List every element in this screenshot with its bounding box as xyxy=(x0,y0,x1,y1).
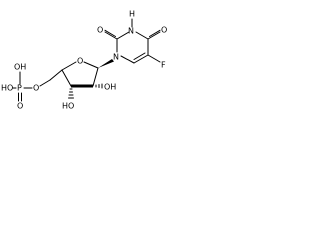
atom-carbonyl-4-oxygen: O xyxy=(161,26,167,35)
bond-c2-oxo-2 xyxy=(104,29,116,37)
atom-n3: N xyxy=(128,27,134,36)
hash-bond-c3-oh xyxy=(68,88,74,99)
atom-ring-oxygen: O xyxy=(77,57,83,66)
atom-ester-oxygen: O xyxy=(33,84,39,93)
bond-c2-n3 xyxy=(116,31,130,40)
bond-c1-n1-wedge xyxy=(98,59,114,68)
phosphate-group: OH HO P O O xyxy=(1,63,39,111)
ribose-ring: O xyxy=(61,57,99,88)
bond-c4-oxo-1 xyxy=(147,31,161,40)
atom-phosphate-ho: HO xyxy=(1,84,13,93)
atom-hydroxyl-2: OH xyxy=(104,83,116,92)
atom-hydroxyl-3: HO xyxy=(62,102,74,111)
atom-fluorine: F xyxy=(161,61,166,70)
bond-c4-o4 xyxy=(61,61,77,71)
hash-bond-c2-oh xyxy=(95,83,103,89)
bond-c5-f xyxy=(147,54,161,63)
atom-phosphate-oxo: O xyxy=(17,102,23,111)
atom-phosphorus: P xyxy=(17,84,22,93)
atom-n1: N xyxy=(113,53,119,62)
bond-n3-c4 xyxy=(135,31,149,40)
bond-c1-c2 xyxy=(92,67,99,87)
bond-c6-n1 xyxy=(120,55,135,64)
nucleotide-structure: OH HO P O O O HO OH xyxy=(1,10,167,111)
atom-carbonyl-2-oxygen: O xyxy=(97,26,103,35)
atom-phosphate-oh: OH xyxy=(14,63,26,72)
bond-ch2-c4 xyxy=(49,69,63,81)
bond-o4-c1 xyxy=(83,61,99,69)
bond-c4-oxo-2 xyxy=(149,29,161,37)
bond-c3-c4 xyxy=(61,69,72,87)
bond-c2-c3-bold xyxy=(71,84,93,88)
bond-c5-c6-inner xyxy=(133,52,146,60)
bond-c2-oxo-1 xyxy=(104,31,118,40)
bond-c5-c6 xyxy=(133,54,149,64)
atom-n3-h: H xyxy=(129,10,135,19)
pyrimidine-ring: N H N O O F xyxy=(97,10,167,70)
bond-ester-ch2 xyxy=(39,79,51,87)
